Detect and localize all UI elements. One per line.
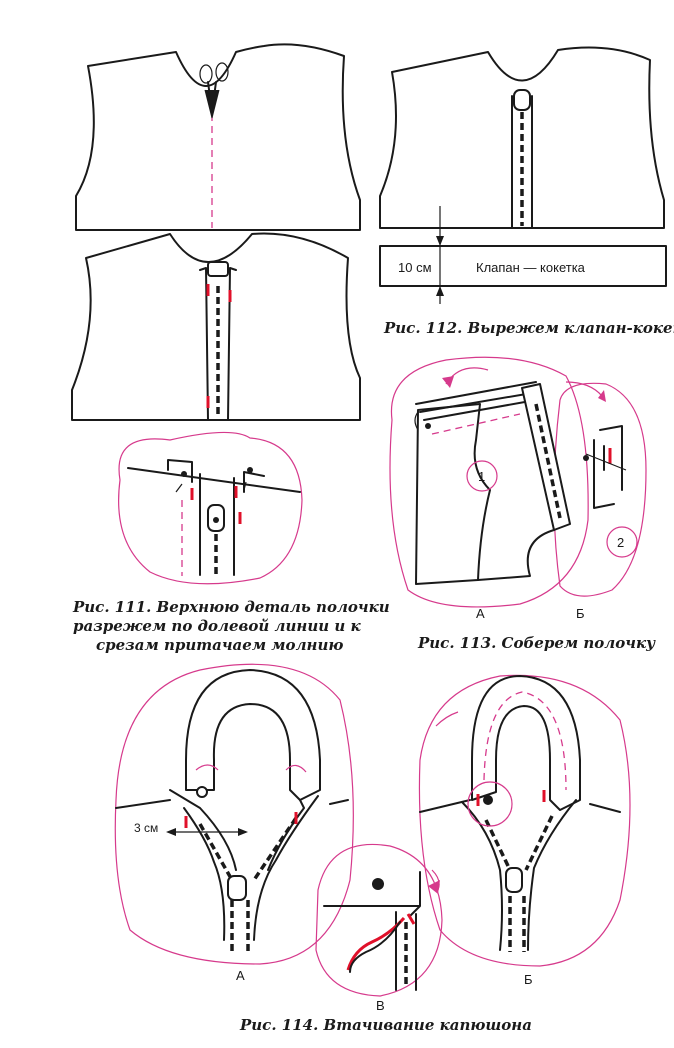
callout-circle-1 [466,460,498,492]
callout-circle-2 [606,526,638,558]
strip-label: Клапан — кокетка [476,260,586,275]
measure-label: 3 см [134,821,158,835]
motion-arrow [195,764,219,771]
caption-fig114: Рис. 114. Втачивание капюшона [239,1016,532,1034]
motion-arrow [285,764,307,773]
hood-detail-c [323,871,421,991]
detail-callout [467,781,513,827]
detail-outline-a [389,356,589,608]
measure-arrow [166,828,248,836]
seam-line [431,413,521,435]
label-b-114: Б [524,972,533,987]
shoulder-line-a [115,799,349,809]
arrow-head [598,390,606,402]
caption-fig111-line2: разрежем по долевой линии и к [73,617,361,635]
shoulder-line-b [419,799,621,813]
scissors-icon [199,62,229,119]
detail-circle-111 [118,431,303,585]
caption-fig113: Рис. 113. Соберем полочку [417,634,656,652]
caption-fig111-line1: Рис. 111. Верхнюю деталь полочки [72,598,390,616]
bodice-front-with-zipper [71,232,361,421]
zipper-slider [513,89,531,111]
bodice-front-a [415,403,491,585]
strip-measure: 10 см [398,260,432,275]
pin-marker [196,786,208,798]
neck-opening-b [461,799,577,951]
zipper-tape [199,267,237,421]
figure-112: 10 см Клапан — кокетка Рис. 112. Вырежем… [379,46,674,337]
zipper-teeth [534,403,562,519]
zipper-tape [511,95,533,229]
callout-label-2: 2 [617,535,624,550]
fold-line [414,411,419,431]
motion-arrow [565,381,603,397]
zipper-teeth [524,815,554,871]
dimension-arrow [436,206,444,304]
detail-outline-a [114,663,354,965]
detail-outline-b [553,382,647,597]
figure-113: 1 2 А Б Рис. 113. Соберем полочку [389,356,656,652]
collar-a [169,789,305,871]
hood-a [185,669,321,801]
callout-label-1: 1 [478,469,485,484]
flap-layers [415,381,539,421]
figure-114: 3 см А В Б Рис. 114. Втачи [114,663,631,1034]
neck-opening-a [183,795,319,941]
label-c-114: В [376,998,385,1013]
label-b-113: Б [576,606,585,621]
needle-line [585,453,627,471]
pin-marker [483,795,493,805]
pin-marker [425,423,431,429]
arrow-head [428,880,440,894]
caption-fig111-line3: срезам притачаем молнию [96,636,343,654]
pin-marker [583,455,589,461]
caption-fig112: Рис. 112. Вырежем клапан-кокетку [383,319,674,337]
zipper-teeth [484,819,512,871]
motion-arrow [445,367,489,385]
detail-outline-b [418,674,631,967]
zipper-slider [227,875,247,901]
figure-111: Рис. 111. Верхнюю деталь полочки разреже… [71,43,390,654]
motion-arrow [435,711,459,727]
label-a-114: А [236,968,245,983]
arrow-head [442,376,454,388]
hood-b [471,675,581,811]
zipper-strip-a [521,383,571,531]
label-a-113: А [476,606,485,621]
zipper-slider [207,261,229,277]
hood-b-seam [483,691,567,791]
zipper-slider [505,867,523,893]
bodice-front-uncut [75,43,361,231]
detail-circle-c [315,843,443,997]
yoke-flap-strip [379,245,667,287]
zipper-detail [127,459,301,576]
armhole-curve [477,529,555,581]
zipper-teeth [252,817,298,881]
